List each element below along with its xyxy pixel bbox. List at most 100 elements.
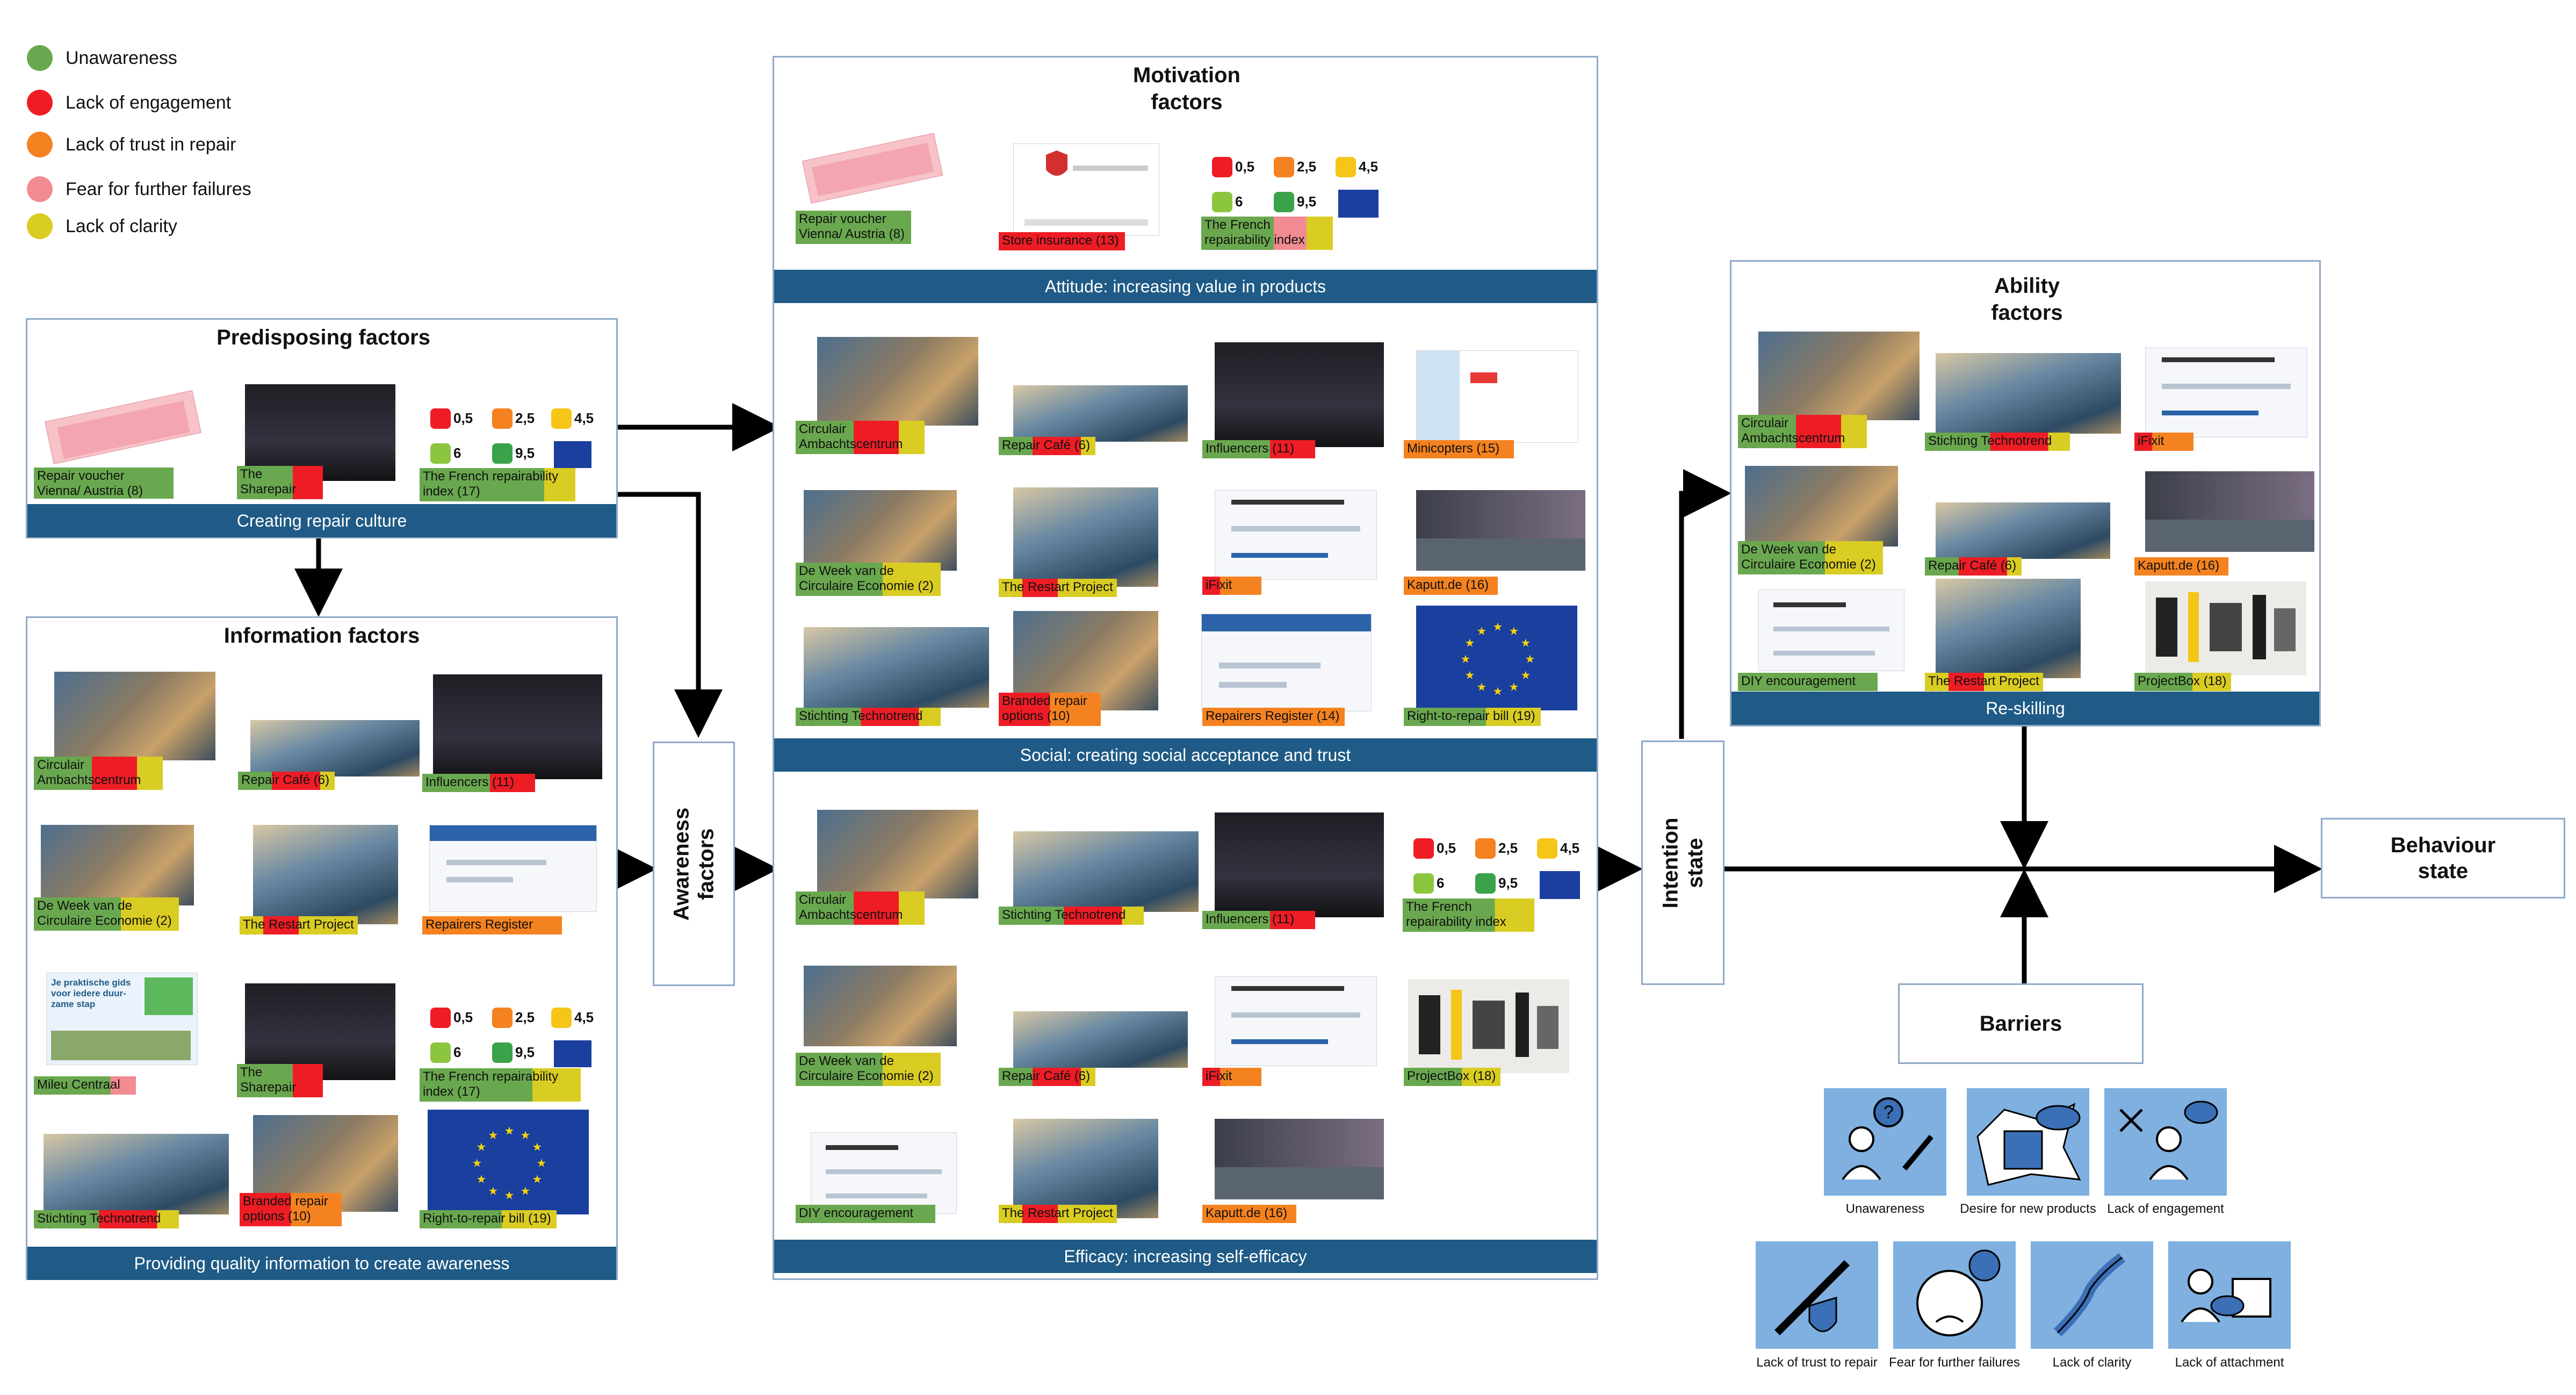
legend-label: Lack of trust in repair <box>66 134 236 155</box>
question-person-wrench-icon: ? <box>1824 1088 1946 1196</box>
efficacy-band: Efficacy: increasing self-efficacy <box>774 1240 1597 1273</box>
predisposing-panel: Predisposing factors Repair voucher Vien… <box>26 318 618 538</box>
soc-photo-7 <box>1013 487 1158 587</box>
item-label: Kaputt.de (16) <box>1404 577 1498 595</box>
awareness-label: Awareness factors <box>669 807 718 921</box>
eff-photo-5 <box>1013 831 1199 912</box>
sharepair-photo <box>245 384 395 481</box>
soc-photo-2 <box>804 490 957 571</box>
eu-star: ★ <box>532 1173 542 1186</box>
barrier-caption: Lack of trust to repair <box>1756 1355 1878 1370</box>
item-label: Right-to-repair bill (19) <box>420 1210 557 1228</box>
info-photo-11 <box>433 674 602 779</box>
new-box-explosion-icon <box>1967 1088 2089 1196</box>
item-label: Circulair Ambachtscentrum (1) <box>796 421 925 454</box>
twisted-wrench-icon <box>2031 1241 2153 1349</box>
item-label: Repair Café (6) <box>1925 557 2022 576</box>
soc-photo-6 <box>1013 385 1188 442</box>
info-photo-1 <box>54 672 215 760</box>
soc-photo-11 <box>1215 342 1384 447</box>
abl-projectbox <box>2145 581 2306 675</box>
soc-eu-flag: ★★★★★★★★★★★★ <box>1416 606 1577 710</box>
info-photo-6 <box>250 720 420 776</box>
legend-dot <box>27 132 53 157</box>
svg-text:?: ? <box>1884 1102 1894 1123</box>
item-label: Repairers Register (14) <box>1202 708 1345 726</box>
soc-web-14 <box>1201 614 1372 711</box>
legend-dot <box>27 213 53 239</box>
eu-star: ★ <box>504 1189 515 1202</box>
legend-dot <box>27 45 53 71</box>
ability-title: Ability factors <box>1991 274 2063 325</box>
item-label: Kaputt.de (16) <box>1202 1205 1296 1223</box>
motivation-panel: Motivation factors Repair voucher Vienna… <box>773 56 1598 1280</box>
legend-item-fear: Fear for further failures <box>27 176 251 202</box>
item-label: The French repairability index (17) <box>420 1068 581 1102</box>
eff-web-12 <box>1215 976 1377 1066</box>
item-label: iFixit (12) <box>1202 577 1261 595</box>
soc-web-16 <box>1416 490 1585 571</box>
item-label: Repairers Register (14) <box>422 916 562 934</box>
intention-box: Intention state <box>1641 740 1724 985</box>
info-repairability-graphic: 0,5 2,5 4,5 6 9,5 <box>428 1005 600 1072</box>
abl-photo-6 <box>1936 502 2110 559</box>
soc-photo-1 <box>817 337 978 426</box>
eu-star: ★ <box>1509 625 1519 638</box>
intention-label: Intention state <box>1658 817 1707 908</box>
info-eu-flag: ★★★★★★★★★★★★ <box>428 1110 589 1214</box>
eu-star: ★ <box>521 1129 531 1142</box>
eu-star: ★ <box>532 1141 542 1154</box>
item-label: De Week van de Circulaire Economie (2) <box>34 897 179 931</box>
eu-star: ★ <box>1520 669 1531 682</box>
att-store-insurance <box>1013 143 1159 236</box>
item-label: Repair Café (6) <box>238 772 335 790</box>
information-title: Information factors <box>223 624 420 648</box>
behaviour-box: Behaviour state <box>2321 818 2565 898</box>
legend-item-unawareness: Unawareness <box>27 45 177 71</box>
item-label: Stichting Technotrend (5) <box>34 1210 179 1228</box>
person-broken-box-icon <box>2168 1241 2291 1349</box>
abl-photo-1 <box>1758 332 1920 420</box>
abl-web-3 <box>1758 589 1904 671</box>
broken-face-icon <box>1893 1241 2016 1349</box>
item-label: The Sharepair project (9) <box>237 466 323 499</box>
item-label: The French repairability index (17) <box>1201 217 1333 250</box>
shield-wrench-icon <box>1756 1241 1878 1349</box>
eu-star: ★ <box>488 1184 499 1197</box>
abl-photo-5 <box>1936 353 2121 434</box>
eff-photo-11 <box>1215 812 1384 917</box>
eu-star: ★ <box>1465 669 1475 682</box>
item-label: De Week van de Circulaire Economie (2) <box>796 1053 941 1086</box>
eu-star: ★ <box>1520 637 1531 650</box>
legend-dot <box>27 90 53 116</box>
eu-star: ★ <box>472 1157 482 1170</box>
legend-label: Lack of engagement <box>66 92 232 113</box>
item-label: De Week van de Circulaire Economie (2) <box>1738 541 1883 574</box>
barrier-caption: Lack of clarity <box>2052 1355 2132 1370</box>
item-label: iFixit (12) <box>1202 1068 1261 1086</box>
item-label: ProjectBox (18) <box>1404 1068 1500 1086</box>
legend-label: Unawareness <box>66 47 177 68</box>
eu-star: ★ <box>504 1125 515 1138</box>
item-label: Store insurance (13) <box>999 232 1125 250</box>
soc-web-12 <box>1215 490 1377 580</box>
item-label: The Restart Project (7) <box>999 1205 1117 1223</box>
behaviour-label: Behaviour state <box>2390 833 2496 883</box>
barrier-caption: Desire for new products <box>1960 1202 2096 1216</box>
item-label: Repair Café (6) <box>999 437 1095 455</box>
item-label: The Restart Project (7) <box>240 916 358 934</box>
legend-item-trust: Lack of trust in repair <box>27 132 236 157</box>
eu-star: ★ <box>521 1184 531 1197</box>
repairability-index-graphic: 0,5 2,5 4,5 6 9,5 <box>428 406 600 473</box>
barrier-caption: Lack of engagement <box>2107 1202 2224 1216</box>
item-label: Minicopters (15) <box>1404 440 1514 458</box>
eu-star: ★ <box>477 1173 487 1186</box>
soc-photo-5 <box>804 627 989 708</box>
barrier-caption: Lack of attachment <box>2175 1355 2284 1370</box>
eff-projectbox <box>1408 979 1569 1073</box>
voucher-image <box>37 384 214 465</box>
item-label: Right-to-repair bill (19) <box>1404 708 1541 726</box>
att-voucher <box>800 127 950 208</box>
barrier-caption: Unawareness <box>1845 1202 1925 1216</box>
arrow-predisposing-awareness <box>618 492 723 738</box>
